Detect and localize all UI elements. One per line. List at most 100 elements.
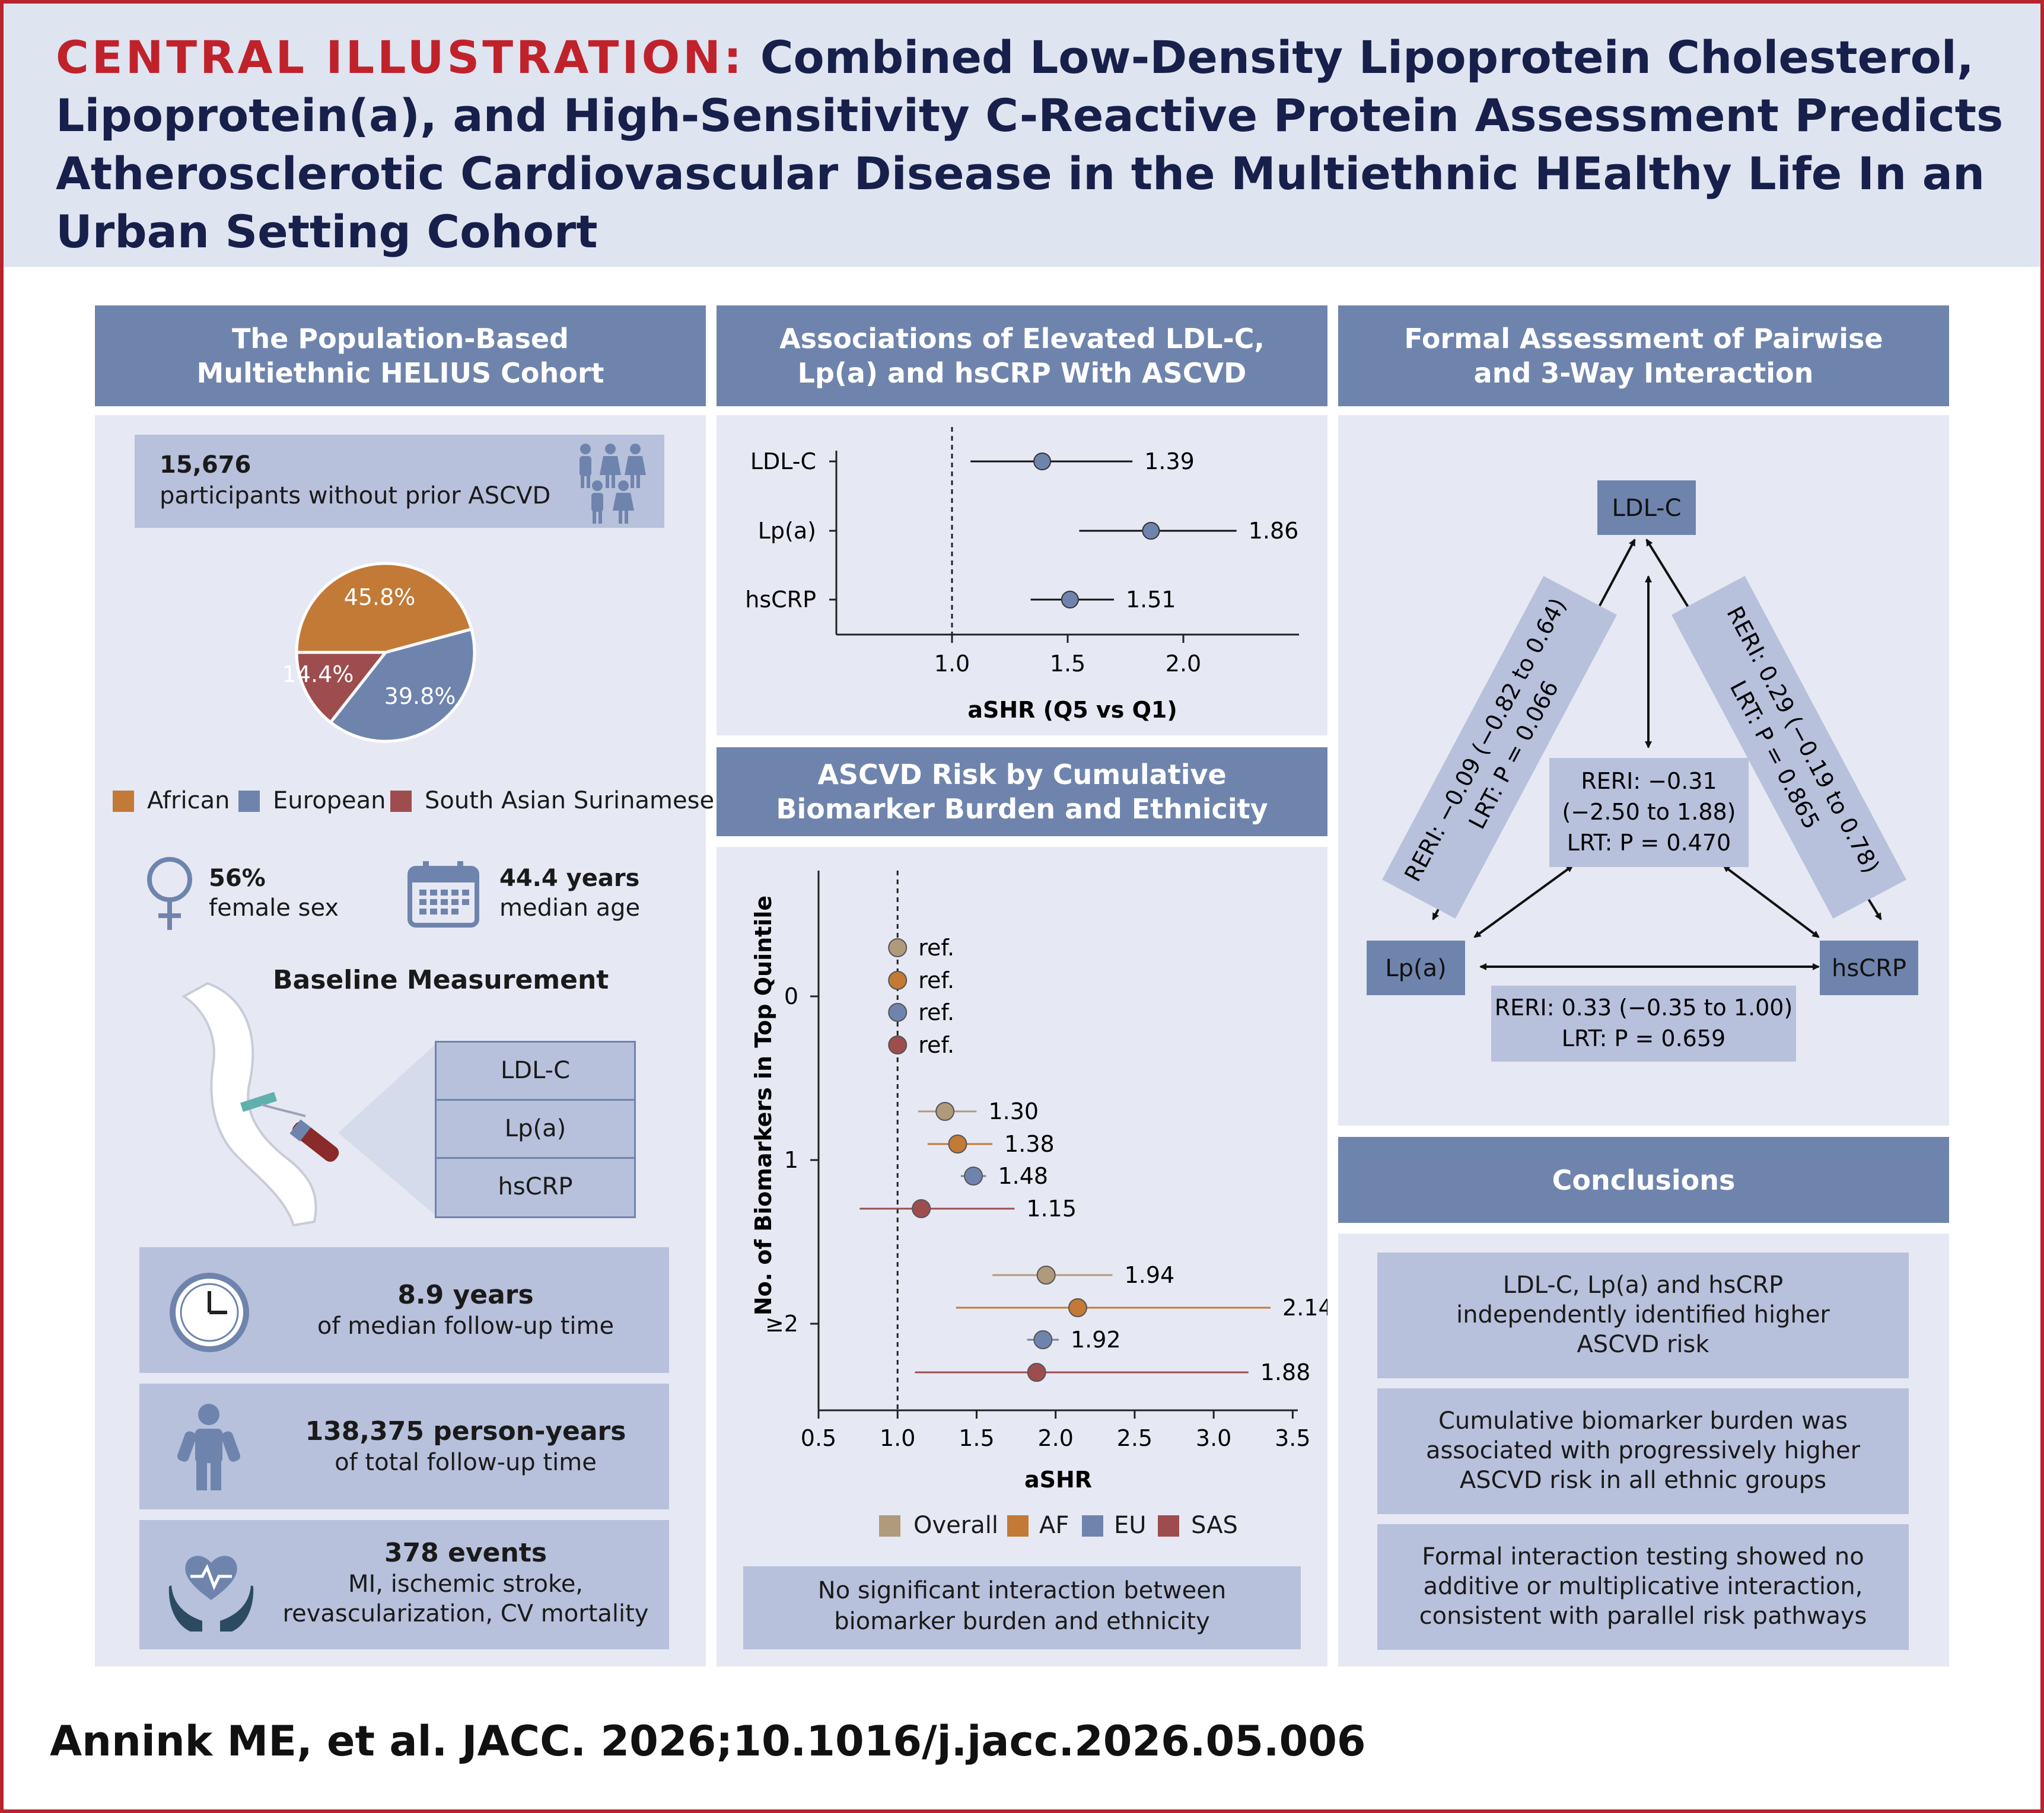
forest2-point-1-3 [912,1199,931,1218]
forest2-value-2-3: 1.88 [1260,1359,1311,1385]
forest2-value-0-1: ref. [918,967,954,993]
forest2-value-1-1: 1.38 [1004,1131,1055,1157]
legend-label-eu: EU [1114,1512,1147,1539]
forest2-point-0-0 [888,938,908,957]
legend-label-sas: South Asian Surinamese [425,787,715,814]
forest1-row-label-2: hsCRP [745,587,816,613]
middle-top-header-line2: Lp(a) and hsCRP With ASCVD [797,357,1247,389]
interaction-note-line1: No significant interaction between [817,1577,1227,1604]
middle-bottom-header: ASCVD Risk by Cumulative Biomarker Burde… [717,747,1327,836]
citation: Annink ME, et al. JACC. 2026;10.1016/j.j… [50,1717,1366,1766]
forest2-point-0-2 [888,1003,908,1022]
pie-label-african: 45.8% [344,584,416,610]
events-value: 378 events [384,1538,547,1568]
arm-blood-draw-illustration [182,982,436,1227]
page-title: CENTRAL ILLUSTRATION: Combined Low-Densi… [56,28,2013,261]
heart-hands-icon [168,1556,254,1632]
forest2-tick-label-5: 3.0 [1196,1425,1231,1451]
forest2-value-2-2: 1.92 [1071,1327,1121,1353]
legend-swatch-african [113,791,134,812]
forest-plot-panel [717,415,1327,735]
pie-slices [295,562,476,743]
followup-value: 8.9 years [397,1280,534,1310]
center-line2: (−2.50 to 1.88) [1562,799,1736,825]
forest2-value-0-3: ref. [918,1032,954,1058]
legend-label-overall: Overall [913,1512,998,1539]
forest2-group-label-0: 0 [784,983,798,1009]
forest2-point-1-2 [964,1167,983,1186]
forest2-group-label-1: 1 [784,1147,798,1173]
conclusion-1-line1: LDL-C, Lp(a) and hsCRP [1502,1272,1784,1299]
forest2-point-1-0 [935,1102,955,1121]
forest2-point-0-3 [888,1035,908,1054]
node-ldlc [1597,480,1696,535]
conclusion-3-line1: Formal interaction testing showed no [1422,1543,1864,1570]
legend-swatch-eu [1082,1515,1103,1537]
forest2-tick-label-3: 2.0 [1037,1425,1073,1451]
left-edge-label: RERI: −0.09 (−0.82 to 0.64) LRT: P = 0.0… [1382,576,1617,919]
forest2-point-0-1 [888,971,908,990]
center-label-box [1549,758,1749,867]
forest1-value-0: 1.39 [1144,448,1195,474]
forest2-rows: 0ref.ref.ref.ref.11.301.381.481.15≥21.94… [765,935,1327,1385]
forest2-tick-label-6: 3.5 [1275,1425,1310,1451]
participants-label: participants without prior ASCVD [160,482,551,509]
left-header-line2: Multiethnic HELIUS Cohort [196,357,604,389]
personyears-value: 138,375 person-years [305,1416,626,1446]
ethnicity-pie-chart: 45.8% 39.8% 14.4% [282,562,476,743]
legend-swatch-sas2 [1158,1515,1179,1537]
participants-box: 15,676 participants without prior ASCVD [135,435,664,528]
bottom-edge-line1: RERI: 0.33 (−0.35 to 1.00) [1495,995,1793,1021]
marker-lpa: Lp(a) [437,1101,634,1159]
title-lead: CENTRAL ILLUSTRATION: [56,31,745,84]
forest1-point-2 [1061,591,1079,608]
legend-label-sas2: SAS [1191,1512,1238,1539]
forest2-value-0-0: ref. [918,935,954,961]
pie-label-european: 39.8% [384,683,456,709]
left-header-line1: The Population-Based [232,323,569,355]
conclusions-header: Conclusions [1338,1137,1949,1223]
bottom-edge-label-box [1491,986,1796,1062]
events-box: 378 events MI, ischemic stroke, revascul… [139,1520,669,1649]
marker-hscrp: hsCRP [498,1173,573,1200]
conclusion-3: Formal interaction testing showed no add… [1377,1524,1909,1650]
marker-ldlc: LDL-C [437,1043,634,1101]
forest2-group-label-2: ≥2 [765,1311,798,1337]
node-lpa [1367,941,1465,995]
baseline-markers-table: LDL-C Lp(a) hsCRP [435,1041,636,1218]
legend-swatch-sas [390,791,412,812]
forest1-point-1 [1142,522,1160,540]
forest2-tick-label-1: 1.0 [880,1425,915,1451]
pie-label-sas: 14.4% [282,661,354,687]
forest1-tick-label-0: 1.0 [934,651,970,677]
conclusion-2-line1: Cumulative biomarker burden was [1438,1407,1848,1435]
personyears-box: 138,375 person-years of total follow-up … [139,1384,669,1509]
age-label: median age [499,894,641,922]
participants-value: 15,676 [160,451,251,479]
baseline-title: Baseline Measurement [273,965,609,995]
title-band: CENTRAL ILLUSTRATION: Combined Low-Densi… [4,4,2040,267]
forest2-value-1-3: 1.15 [1026,1196,1077,1222]
node-ldlc-label: LDL-C [1612,495,1681,522]
legend-label-european: European [273,787,386,814]
bottom-edge-line2: LRT: P = 0.659 [1562,1025,1725,1052]
forest1-x-label: aSHR (Q5 vs Q1) [967,697,1177,723]
followup-box: 8.9 years of median follow-up time [139,1247,669,1373]
node-lpa-label: Lp(a) [1385,955,1446,982]
forest2-point-2-2 [1033,1330,1053,1349]
conclusion-3-line2: additive or multiplicative interaction, [1423,1573,1863,1600]
conclusion-1-line2: independently identified higher [1456,1301,1830,1328]
conclusion-1: LDL-C, Lp(a) and hsCRP independently ide… [1377,1253,1909,1378]
forest1-tick-label-2: 2.0 [1166,651,1201,677]
forest2-point-2-1 [1068,1298,1087,1317]
clock-icon [170,1273,249,1352]
forest2-value-1-0: 1.30 [988,1098,1039,1124]
forest1-point-0 [1033,453,1052,470]
conclusion-2-line2: associated with progressively higher [1425,1437,1861,1464]
pie-slice-sas [295,651,389,725]
forest1-tick-label-1: 1.5 [1050,651,1085,677]
